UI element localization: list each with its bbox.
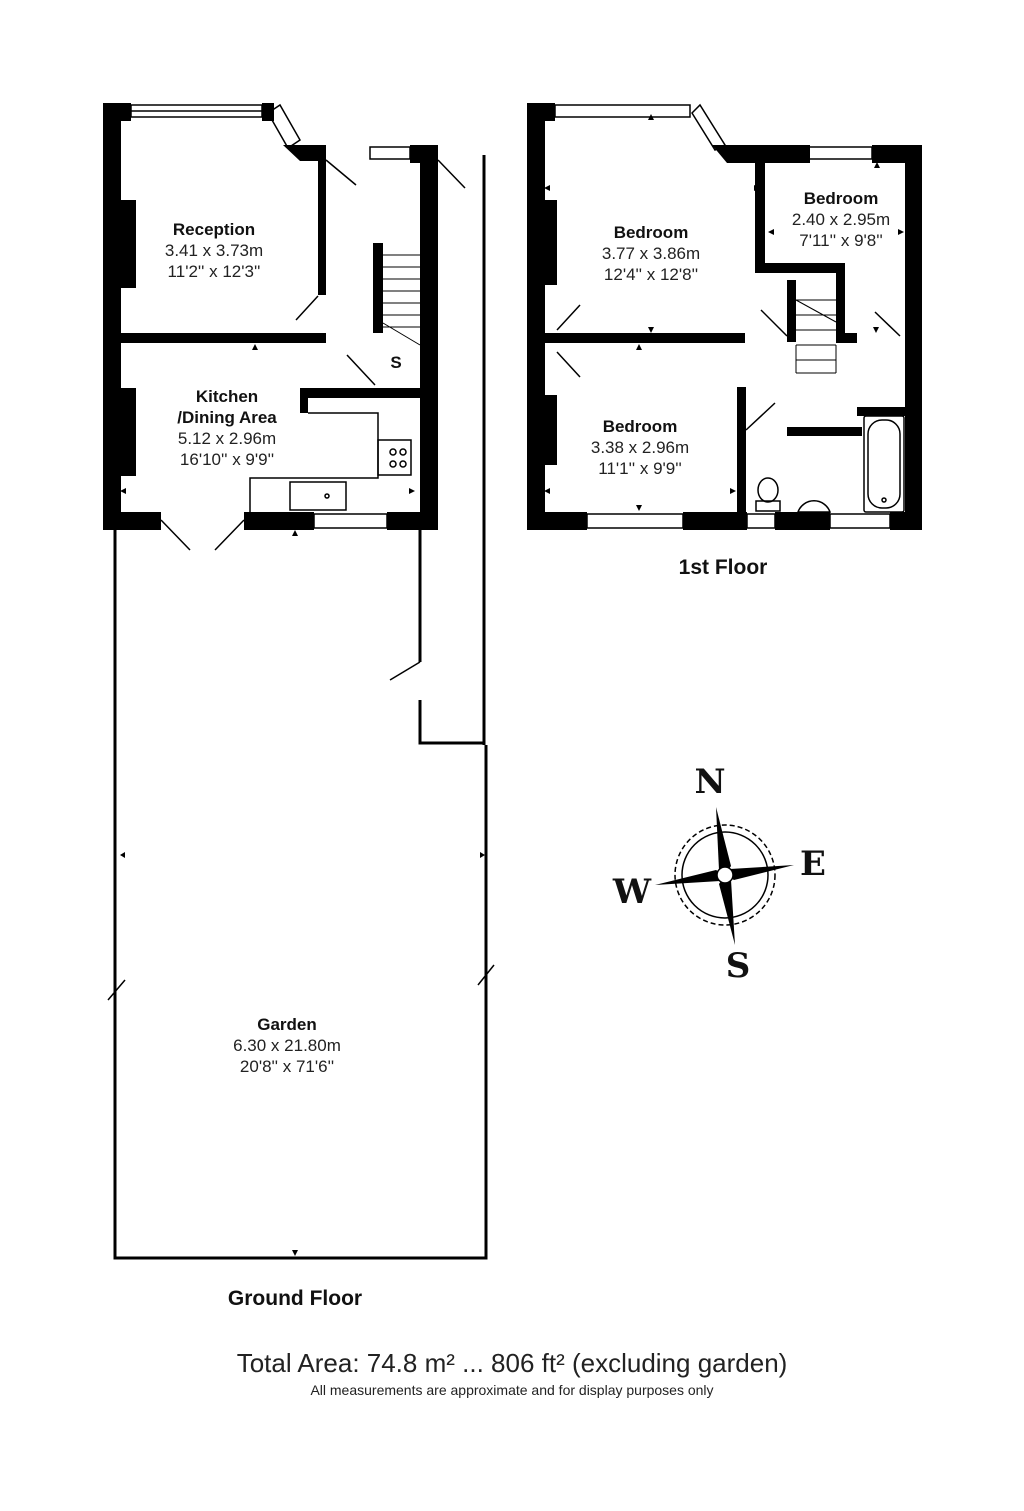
room-name: Bedroom (613, 223, 689, 242)
room-label-bedroom-2: Bedroom 2.40 x 2.95m 7'11'' x 9'8'' (792, 188, 890, 251)
first-floor-lines (554, 103, 905, 529)
first-floor-walls (527, 103, 922, 530)
room-name: Garden (257, 1015, 317, 1034)
ground-floor-title: Ground Floor (227, 1287, 363, 1310)
room-label-bedroom-1: Bedroom 3.77 x 3.86m 12'4'' x 12'8'' (602, 222, 700, 285)
room-dimension-imperial: 7'11'' x 9'8'' (799, 231, 883, 250)
ground-floor-walls (103, 103, 438, 530)
room-dimension-metric: 2.40 x 2.95m (791, 210, 891, 229)
room-dimension-imperial: 11'2'' x 12'3'' (167, 262, 261, 281)
total-area-text: Total Area: 74.8 m² ... 806 ft² (excludi… (236, 1348, 788, 1378)
room-label-bedroom-3: Bedroom 3.38 x 2.96m 11'1'' x 9'9'' (591, 416, 689, 479)
room-label-reception: Reception 3.41 x 3.73m 11'2'' x 12'3'' (165, 219, 263, 282)
compass-north-label: N (694, 762, 726, 802)
compass-rose-graphic (655, 807, 794, 945)
ground-floor-lines (107, 103, 495, 1260)
room-label-garden: Garden 6.30 x 21.80m 20'8'' x 71'6'' (233, 1014, 341, 1077)
room-label-kitchen: Kitchen /Dining Area 5.12 x 2.96m 16'10'… (177, 386, 277, 470)
room-dimension-imperial: 11'1'' x 9'9'' (598, 459, 682, 478)
ground-floor-markers (120, 344, 485, 1256)
room-dimension-metric: 5.12 x 2.96m (177, 429, 277, 448)
room-name: Bedroom (602, 417, 678, 436)
compass-west-label: W (612, 872, 652, 912)
room-dimension-metric: 3.38 x 2.96m (590, 438, 690, 457)
room-name-line1: Kitchen (195, 387, 259, 406)
room-name: Reception (172, 220, 256, 239)
storage-label: S (390, 353, 402, 372)
first-floor-title: 1st Floor (678, 556, 768, 579)
room-dimension-metric: 3.41 x 3.73m (164, 241, 264, 260)
room-dimension-imperial: 16'10'' x 9'9'' (179, 450, 275, 469)
compass-south-label: S (725, 946, 751, 986)
room-dimension-imperial: 12'4'' x 12'8'' (603, 265, 699, 284)
room-dimension-imperial: 20'8'' x 71'6'' (239, 1057, 335, 1076)
room-dimension-metric: 3.77 x 3.86m (601, 244, 701, 263)
disclaimer-text: All measurements are approximate and for… (310, 1382, 714, 1398)
compass-east-label: E (800, 844, 826, 884)
room-name: Bedroom (803, 189, 879, 208)
room-dimension-metric: 6.30 x 21.80m (233, 1036, 341, 1055)
room-name-line2: /Dining Area (177, 408, 277, 427)
first-floor-markers (544, 114, 904, 511)
